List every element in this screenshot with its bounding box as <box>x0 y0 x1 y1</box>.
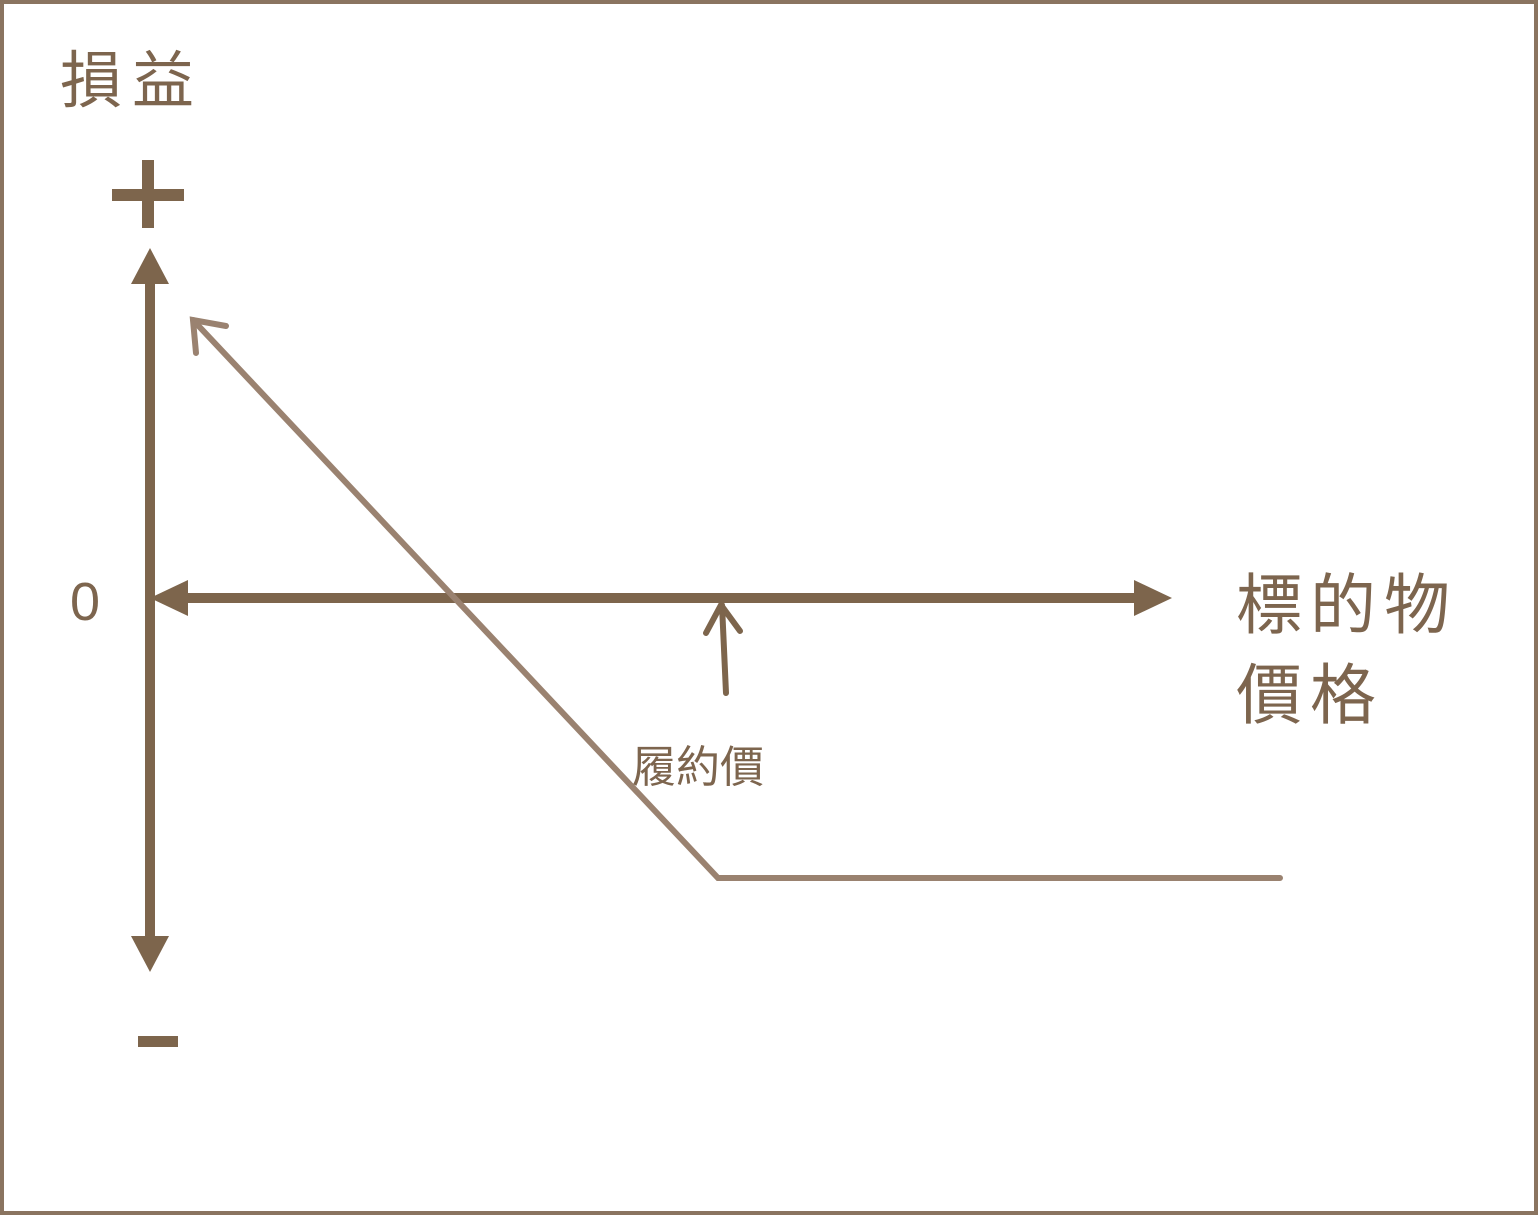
zero-label: 0 <box>70 572 100 632</box>
x-axis-label-line1: 標的物 <box>1236 567 1458 644</box>
y-axis-label: 損益 <box>60 44 204 117</box>
plus-sign <box>112 160 184 228</box>
minus-sign <box>138 1036 178 1047</box>
strike-arrow <box>703 599 743 696</box>
payoff-line <box>189 316 1283 881</box>
x-axis <box>150 580 1172 616</box>
x-axis-label-line2: 價格 <box>1236 657 1384 734</box>
y-axis <box>131 248 169 972</box>
strike-label: 履約價 <box>632 742 764 793</box>
